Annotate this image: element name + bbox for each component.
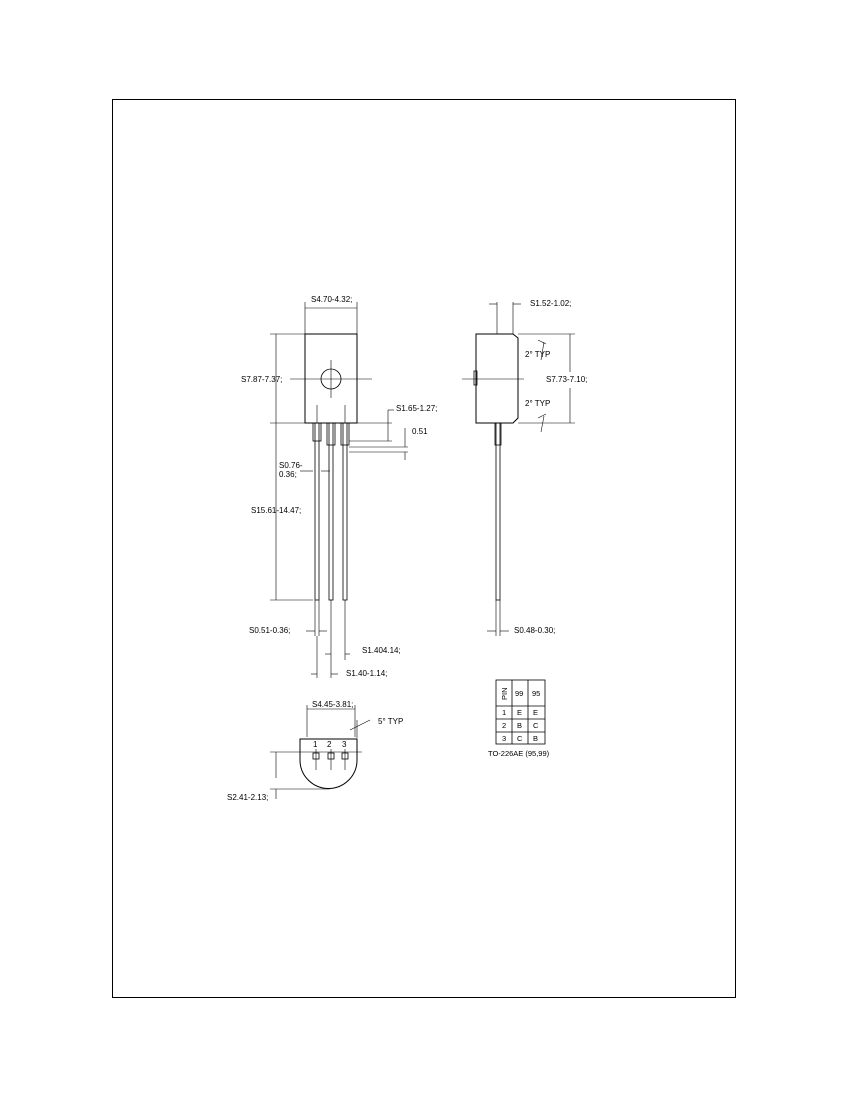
- pin-table-cell: C: [517, 734, 523, 743]
- front-height-dim: S7.87-7.37;: [241, 375, 282, 384]
- side-view: S1.52-1.02; 2° TYP 2° TYP S7.73-7.10; S0…: [462, 299, 587, 636]
- lead-thickness-dim: 0.51: [412, 427, 428, 436]
- pin-table-header-99: 99: [515, 689, 523, 698]
- pin-table-cell: E: [517, 708, 522, 717]
- pin-table-cell: B: [533, 734, 538, 743]
- pin-table-cell: B: [517, 721, 522, 730]
- pin-table-cell: C: [533, 721, 539, 730]
- bottom-width-dim: S4.45-3.81;: [312, 700, 353, 709]
- bottom-angle-dim: 5° TYP: [378, 717, 403, 726]
- side-thickness-dim: S1.52-1.02;: [530, 299, 571, 308]
- side-lead: [495, 422, 501, 601]
- bottom-view: 1 2 3 S4.45-3.81; 5° TYP S2.41-2.13;: [227, 700, 403, 802]
- pin-table-cell: 2: [502, 721, 506, 730]
- pin-table-header-95: 95: [532, 689, 540, 698]
- front-width-dim: S4.70-4.32;: [311, 295, 352, 304]
- lead-width-top-dim-2: 0.36;: [279, 470, 297, 479]
- pin-table-cell: 1: [502, 708, 506, 717]
- pitch-dim-a: S1.404.14;: [362, 646, 401, 655]
- pin-label-1: 1: [313, 740, 318, 749]
- lead-length-dim: S15.61-14.47;: [251, 506, 301, 515]
- side-height-dim: S7.73-7.10;: [546, 375, 587, 384]
- pin-table-header-pin: PIN: [500, 687, 509, 700]
- pin-label-2: 2: [327, 740, 332, 749]
- pin-table-cell: 3: [502, 734, 506, 743]
- package-body-side: [475, 333, 519, 424]
- front-leads: [312, 422, 350, 601]
- pin-table-cell: E: [533, 708, 538, 717]
- lead-width-bottom-dim: S0.51-0.36;: [249, 626, 290, 635]
- front-view: S4.70-4.32; S7.87-7.37; S1.65-1.27; 0.51…: [241, 295, 437, 678]
- lead-2: [328, 422, 334, 601]
- draft-angle-top: 2° TYP: [525, 350, 550, 359]
- lead-3: [342, 422, 348, 601]
- lead-1: [314, 422, 320, 601]
- bottom-depth-dim: S2.41-2.13;: [227, 793, 268, 802]
- pin-table: PIN 99 95 1 E E 2 B C 3 C B TO-226AE (95…: [488, 679, 550, 758]
- package-outline-bottom: [299, 738, 358, 789]
- package-caption: TO-226AE (95,99): [488, 749, 550, 758]
- lead-offset-dim: S1.65-1.27;: [396, 404, 437, 413]
- draft-angle-bottom: 2° TYP: [525, 399, 550, 408]
- page-frame: [112, 99, 736, 998]
- side-lead-dim: S0.48-0.30;: [514, 626, 555, 635]
- lead-width-top-dim-1: S0.76-: [279, 461, 303, 470]
- pin-label-3: 3: [342, 740, 347, 749]
- pitch-dim-b: S1.40-1.14;: [346, 669, 387, 678]
